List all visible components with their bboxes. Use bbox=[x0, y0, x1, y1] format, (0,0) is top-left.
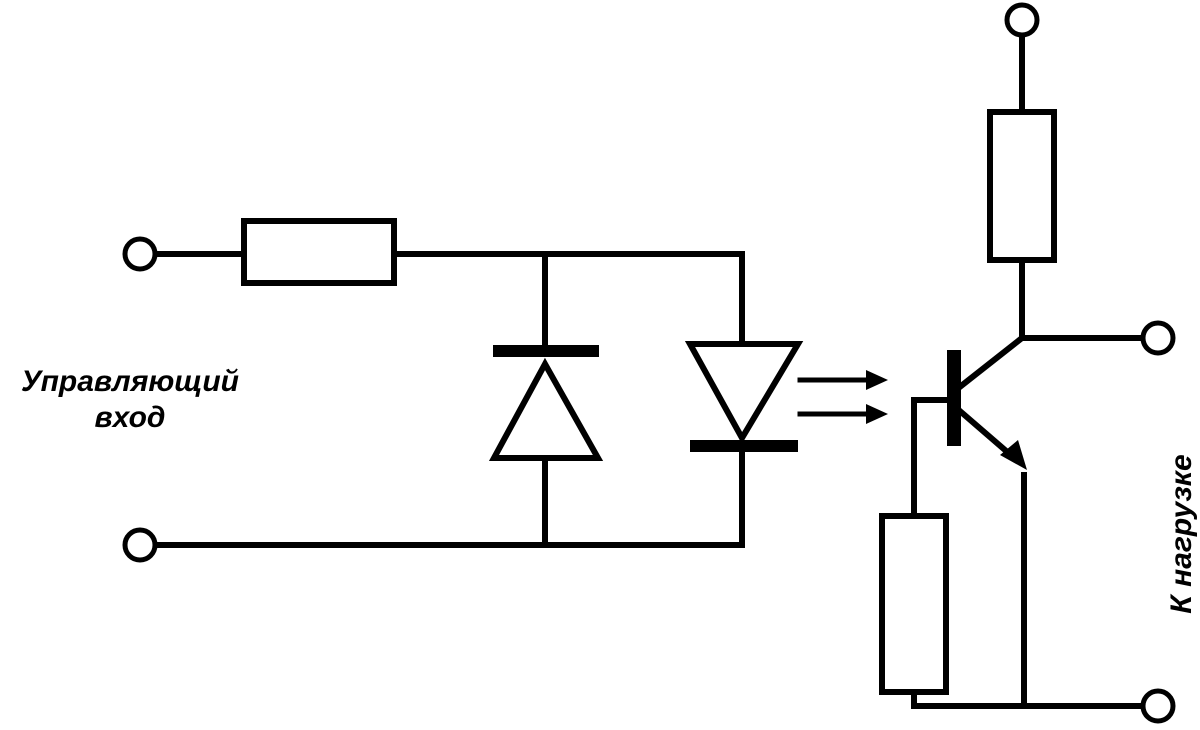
collector-resistor bbox=[987, 109, 1057, 263]
output-terminal-bottom-icon[interactable] bbox=[1140, 688, 1176, 724]
control-input-label-line1: Управляющий bbox=[21, 365, 239, 398]
collector-supply-terminal-icon[interactable] bbox=[1004, 2, 1040, 38]
output-circuit bbox=[879, 2, 1176, 724]
base-resistor bbox=[879, 513, 949, 695]
input-series-resistor bbox=[241, 218, 397, 286]
input-terminal-top-icon[interactable] bbox=[122, 236, 158, 272]
output-terminal-top-icon[interactable] bbox=[1140, 320, 1176, 356]
input-terminal-bottom-icon[interactable] bbox=[122, 527, 158, 563]
phototransistor-icon bbox=[911, 333, 1027, 470]
input-circuit bbox=[122, 218, 888, 563]
protection-diode-icon bbox=[488, 251, 604, 548]
led-icon bbox=[684, 341, 804, 548]
control-input-label: Управляющий вход bbox=[0, 364, 260, 436]
to-load-label: К нагрузке bbox=[1165, 454, 1198, 614]
control-input-label-line2: вход bbox=[94, 401, 166, 434]
light-arrow-icon bbox=[797, 370, 888, 424]
